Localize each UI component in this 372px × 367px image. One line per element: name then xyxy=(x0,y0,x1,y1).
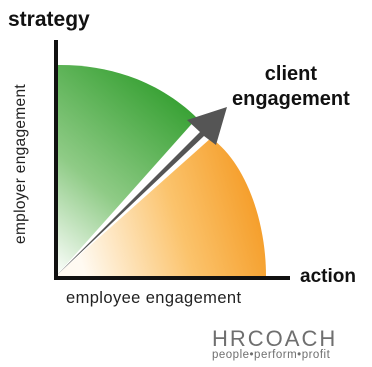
strategy-label: strategy xyxy=(8,8,90,31)
hrcoach-logo: HRCOACH xyxy=(212,326,338,351)
action-label: action xyxy=(300,266,356,287)
employee-engagement-wedge xyxy=(56,138,266,276)
employer-engagement-axis-label: employer engagement xyxy=(12,84,29,244)
client-engagement-label-line2: engagement xyxy=(232,88,350,110)
employer-engagement-wedge xyxy=(56,64,197,276)
employee-engagement-axis-label: employee engagement xyxy=(66,289,242,307)
hrcoach-tagline: people•perform•profit xyxy=(212,349,331,361)
client-engagement-label: client engagement xyxy=(232,62,350,112)
client-engagement-arrow xyxy=(56,107,227,276)
client-engagement-label-line1: client xyxy=(264,63,318,85)
